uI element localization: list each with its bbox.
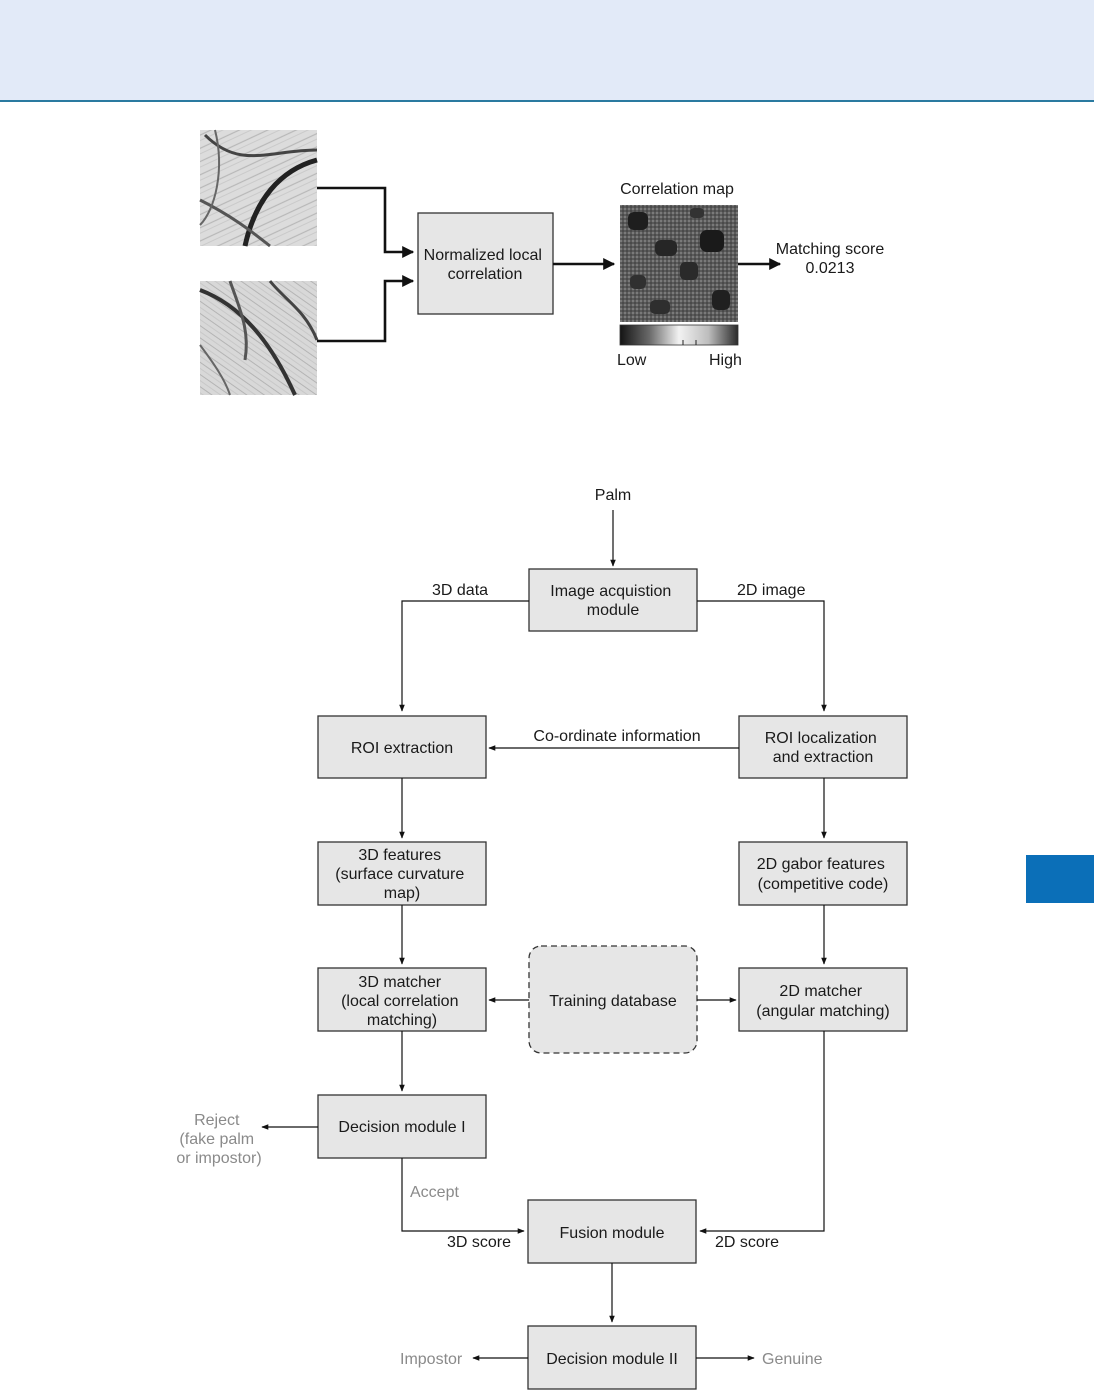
training-database-label: Training database (549, 993, 677, 1010)
2d-matcher-label: 2D matcher (angular matching) (756, 983, 889, 1020)
decision-module-2-box (527, 1325, 697, 1390)
chapter-tab (1026, 855, 1094, 903)
decision-module-1-label: Decision module I (338, 1119, 465, 1136)
header-band (0, 0, 1094, 102)
image-acquisition-label: Image acquistion module (550, 583, 675, 619)
correlation-map-title: Correlation map (620, 181, 734, 198)
2d-features-box (738, 841, 908, 906)
accept-label: Accept (410, 1184, 459, 1201)
3d-features-box (317, 841, 487, 906)
arrow-2d-score (699, 1031, 825, 1234)
2d-matcher-box (738, 967, 908, 1032)
normalized-correlation-box (417, 212, 554, 315)
reject-label: Reject (fake palm or impostor) (176, 1112, 261, 1167)
correlation-scale-bar (619, 324, 739, 346)
impostor-label: Impostor (400, 1351, 463, 1368)
scale-low-label: Low (617, 352, 647, 369)
correlation-map-image (620, 205, 738, 322)
coordinate-information-label: Co-ordinate information (533, 728, 700, 745)
matching-score-label: Matching score (776, 241, 885, 258)
fusion-module-box (527, 1199, 697, 1264)
scale-high-label: High (709, 352, 742, 369)
decision-module-2-label: Decision module II (546, 1351, 678, 1368)
palm-input-label: Palm (595, 487, 631, 504)
image-acquisition-box (528, 568, 698, 632)
arrow-accept-3d-score (401, 1158, 525, 1234)
2d-features-label: 2D gabor features (competitive code) (757, 856, 890, 893)
arrow-3d-data (399, 600, 529, 712)
fusion-module-label: Fusion module (560, 1225, 665, 1242)
3d-matcher-label: 3D matcher (local correlation matching) (341, 974, 463, 1029)
palm-image-bottom (199, 280, 319, 396)
arrow-bottom-image-to-correlation (317, 275, 415, 343)
3d-data-label: 3D data (432, 582, 488, 599)
genuine-label: Genuine (762, 1351, 823, 1368)
roi-extraction-box (317, 715, 487, 779)
normalized-correlation-label: Normalized local correlation (424, 247, 547, 283)
2d-score-label: 2D score (715, 1234, 779, 1251)
decision-module-1-box (317, 1094, 487, 1159)
2d-image-label: 2D image (737, 582, 806, 599)
arrow-2d-image (697, 600, 827, 712)
roi-localization-box (738, 715, 908, 779)
arrow-top-image-to-correlation (317, 186, 415, 258)
roi-extraction-label: ROI extraction (351, 740, 453, 757)
matching-score-value: 0.0213 (806, 260, 855, 277)
roi-localization-label: ROI localization and extraction (765, 730, 882, 766)
3d-score-label: 3D score (447, 1234, 511, 1251)
3d-features-label: 3D features (surface curvature map) (335, 847, 468, 902)
palm-image-top (199, 129, 318, 248)
3d-matcher-box (317, 967, 487, 1032)
